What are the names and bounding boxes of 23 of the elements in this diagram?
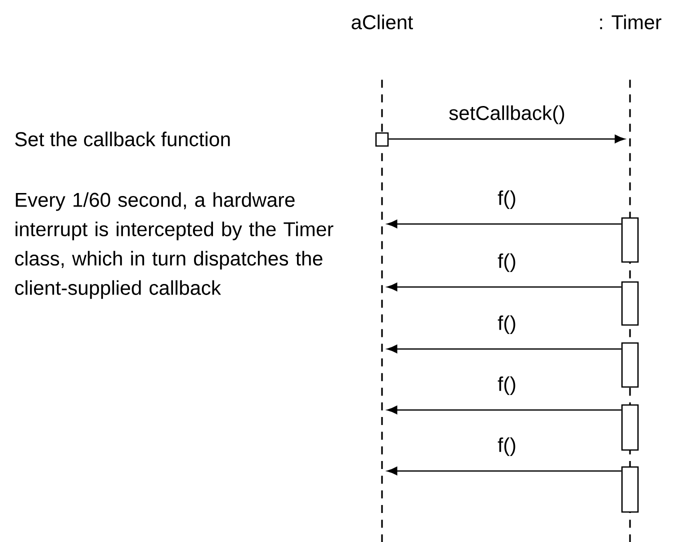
arrow: [387, 220, 622, 228]
activation-box: [621, 281, 639, 326]
lifeline-heading: aClient: [352, 14, 413, 30]
arrow: [387, 406, 622, 414]
lifeline-heading: : Timer: [600, 14, 662, 30]
message-label: f(): [498, 376, 516, 396]
message-label: f(): [498, 253, 516, 272]
activation-box: [375, 132, 389, 147]
message-label: f(): [498, 437, 516, 456]
message-label: setCallback(): [449, 105, 564, 124]
arrow: [387, 282, 622, 292]
arrow: [387, 344, 622, 354]
note-text: Every 1/60 second, a hardware interrupt is intercepted by the Timer class, which in turn dispatches the client-supplied callback: [15, 192, 334, 299]
message-label: f(): [498, 190, 516, 210]
activation-box: [621, 466, 639, 513]
activation-box: [621, 342, 639, 388]
arrow: [387, 466, 622, 476]
lifeline: [381, 80, 383, 542]
note-text: Set the callback function: [15, 132, 230, 146]
message-label: f(): [498, 315, 516, 334]
activation-box: [621, 404, 639, 451]
arrow: [388, 134, 625, 144]
activation-box: [621, 217, 639, 263]
